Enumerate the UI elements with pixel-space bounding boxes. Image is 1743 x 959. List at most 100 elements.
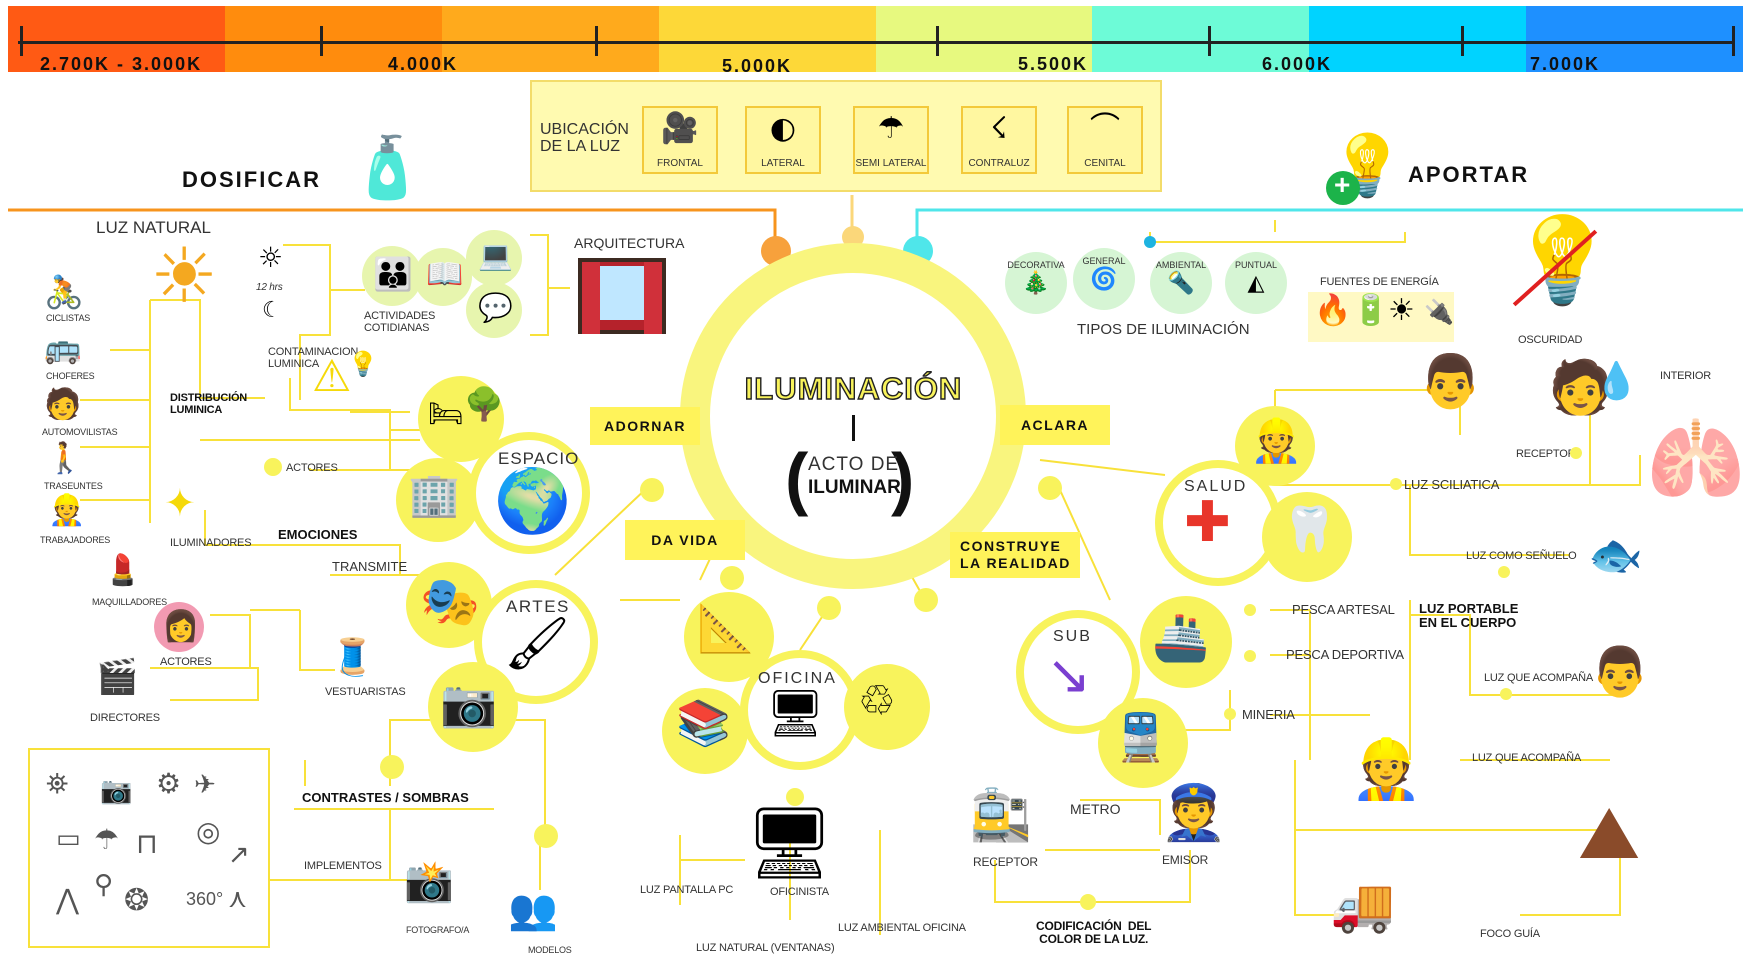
transmite-label: TRANSMITE [332,559,408,574]
tooth-icon: 🦷 [1282,504,1337,555]
fuentes-box [1308,292,1454,342]
people-label-1: CHOFERES [46,371,95,381]
lens-icon: ⚙ [156,767,182,800]
emisor-label: EMISOR [1162,853,1209,867]
implementos-box [28,748,270,948]
central-subtitle-2: ILUMINAR [808,477,901,498]
models-icon: 👥 [508,887,558,933]
modelos-label: MODELOS [528,945,572,955]
backdrop-icon: ⊓ [136,827,158,860]
cyclist-icon: 🚴 [44,273,84,311]
tipos-title: TIPOS DE ILUMINACIÓN [1077,321,1250,338]
tipo-general: GENERAL🌀 [1073,248,1135,310]
books-circle [662,688,748,774]
tipo-general-label: GENERAL [1082,256,1126,266]
paint-brushes-icon: 🖌 [504,614,571,674]
scale-line [18,41,1733,44]
act-circle-1 [362,246,422,306]
battery-icon: 🔋 [1352,293,1390,328]
globe-icon: 🌍 [494,464,572,537]
ubicacion-cenital: ⌒CENITAL [1067,106,1143,174]
umbrella-icon: ☂ [94,823,120,856]
bus-icon: 🚌 [44,331,82,366]
acompana-node [1500,688,1512,700]
pesca-deportiva-node [1244,650,1256,662]
temp-segment [1092,6,1310,72]
contrastes-node [380,755,404,779]
oficina-node [817,596,841,620]
luz-senuelo-label: LUZ COMO SEÑUELO [1466,550,1577,562]
emociones-label: EMOCIONES [278,527,358,542]
temp-label-6000: 6.000K [1262,54,1333,74]
temp-label-2700: 2.700K - 3.000K [40,54,203,74]
peach-node [842,226,864,248]
iv-bag-icon: 💧 [1594,361,1639,402]
luz-acompana1-label: LUZ QUE ACOMPAÑA [1484,672,1594,684]
sun-icon: ☀ [150,231,219,320]
da-vida-node [720,566,744,590]
temp-segment [441,6,659,72]
teamwork-circle [844,664,930,750]
beam-icon: ◭ [1247,271,1265,296]
maquilladores-label: MAQUILLADORES [92,597,167,607]
oficina-circle [740,650,860,770]
tipo-puntual: PUNTUAL◭ [1225,252,1287,314]
luz-sciliatica-label: LUZ SCILIATICA [1404,477,1500,492]
modelos-node [534,824,558,848]
scale-tick [1732,26,1735,56]
metro-circle [1098,698,1188,788]
oscuridad-label: OSCURIDAD [1518,334,1583,346]
color-temperature-bar [8,6,1743,72]
temp-label-7000: 7.000K [1530,54,1601,74]
plus-badge [1326,171,1360,205]
blueprint-icon: 📐 [697,601,755,655]
luz-portable-label: LUZ PORTABLE EN EL CUERPO [1419,601,1519,631]
temp-segment [1526,6,1743,72]
book-icon: 📖 [426,257,464,292]
submarine-icon: 🚢 [1152,610,1210,664]
ubicacion-panel [530,80,1162,192]
receptor-top-label: RECEPTOR [1516,448,1576,460]
actor-icon: 👩 [162,609,200,644]
act-circle-4 [466,282,522,338]
contaminacion-label: CONTAMINACION LUMINICA [268,346,359,371]
tipo-decorativa: DECORATIVA🎄 [1005,252,1067,314]
ubicacion-frontal-label: FRONTAL [657,158,703,169]
buildings-icon: 🏢 [408,470,461,519]
espacio-building-circle [396,458,480,542]
pesca-deportiva-label: PESCA DEPORTIVA [1286,647,1404,662]
close-paren: ) [891,439,915,517]
director-icon: 🎬 [96,657,139,697]
people-label-2: AUTOMOVILISTAS [42,427,118,437]
scale-tick [595,26,598,56]
gimbal-icon: ⚲ [94,870,114,900]
classroom-icon: 🖥 [766,686,825,740]
anatomy-icon: 🫁 [1646,413,1743,506]
scale-tick [320,26,323,56]
num-360: 360° [186,889,224,909]
clock-text: 12 hrs [256,282,283,293]
submarine-circle [1140,596,1232,688]
arquitectura-label: ARQUITECTURA [574,235,685,251]
contrastes-box [294,786,494,810]
moon-icon: ☾ [262,298,282,323]
pesca-artesal-label: PESCA ARTESAL [1292,602,1395,617]
scale-tick [936,26,939,56]
backlight-icon: ☇ [990,111,1008,146]
implementos-label: IMPLEMENTOS [304,860,382,872]
people-label-3: TRASEUNTES [44,481,103,491]
salud-label: SALUD [1184,478,1248,495]
photographer-icon: 📸 [404,859,454,905]
monopod-icon: ⋏ [228,884,248,914]
pesca-artesal-node [1244,604,1256,616]
worker-icon: 👷 [48,493,86,528]
temp-label-5500: 5.500K [1018,54,1089,74]
luz-natural-label: LUZ NATURAL [96,218,211,237]
plus-sign: + [1334,169,1351,200]
temp-segment [224,6,442,72]
radiation-warning-icon: ⚠ [312,351,352,402]
tipos-node [1144,236,1156,248]
actores-label: ACTORES [160,656,212,668]
luz-acompana2-label: LUZ QUE ACOMPAÑA [1472,752,1582,764]
